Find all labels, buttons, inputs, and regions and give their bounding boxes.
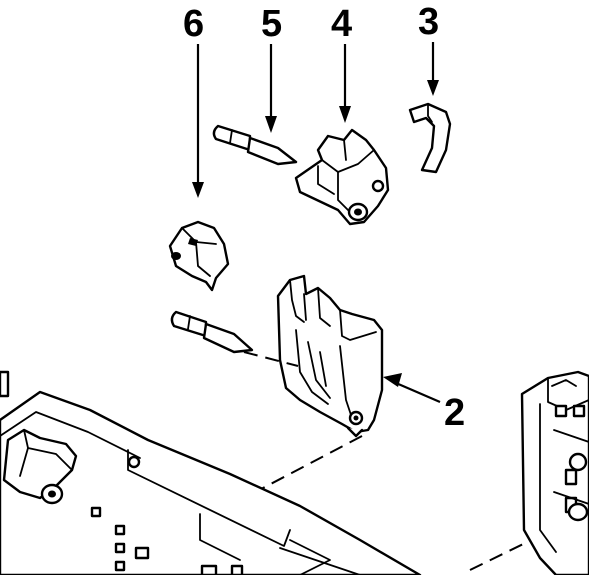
leader-arrow-6 — [192, 44, 204, 198]
part-2-bracket — [276, 274, 384, 438]
leader-arrow-4 — [339, 44, 351, 123]
part-3-strip — [408, 102, 452, 174]
leader-arrow-5 — [265, 44, 277, 133]
callout-5: 5 — [261, 3, 282, 45]
callout-3: 3 — [418, 1, 439, 43]
part-5-pin — [212, 124, 298, 166]
callout-4: 4 — [331, 3, 352, 45]
part-4-clip — [294, 128, 390, 226]
part-6-switch — [168, 220, 230, 292]
relay-block — [520, 370, 589, 575]
callout-2: 2 — [444, 392, 465, 434]
callout-6: 6 — [183, 3, 204, 45]
leader-arrow-3 — [427, 42, 439, 96]
control-board — [0, 370, 422, 575]
leader-arrow-2 — [383, 373, 441, 404]
pin-lower — [170, 310, 254, 354]
